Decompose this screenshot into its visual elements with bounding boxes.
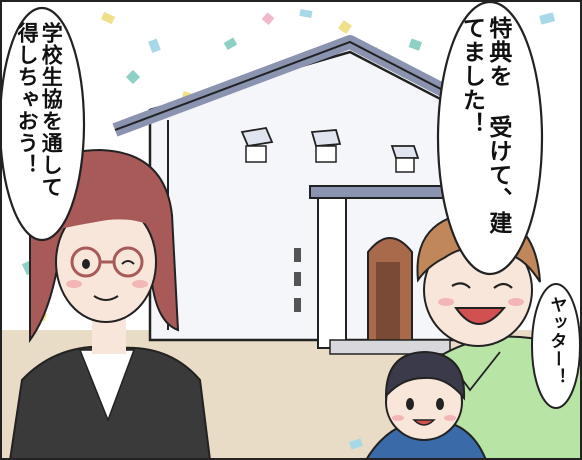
entrance	[309, 185, 451, 355]
speech-bubble-mother	[0, 6, 86, 242]
father-line-2: 受けて、建てました！	[458, 16, 511, 235]
confetti-piece	[100, 11, 116, 25]
child-character	[364, 350, 488, 460]
father-line-1: 特典を	[484, 16, 511, 88]
confetti-piece	[125, 69, 141, 85]
window	[390, 145, 420, 173]
confetti-piece	[223, 37, 238, 50]
confetti-piece	[338, 20, 352, 34]
confetti-piece	[408, 38, 423, 51]
father-speech: 特典を 受けて、建てました！	[458, 16, 511, 256]
mother-character	[8, 148, 212, 460]
confetti-piece	[539, 12, 556, 25]
mother-line-1: 学校生協を通して	[39, 22, 64, 198]
mother-line-2: 得しちゃおう！	[15, 22, 40, 176]
confetti-piece	[299, 9, 313, 18]
window	[310, 129, 342, 163]
child-line: ヤッター！	[546, 296, 567, 386]
confetti-piece	[148, 38, 161, 54]
mother-speech: 学校生協を通して 得しちゃおう！	[15, 22, 63, 232]
confetti-piece	[261, 12, 275, 26]
window	[240, 126, 274, 163]
child-speech: ヤッター！	[546, 296, 567, 396]
confetti-piece	[348, 438, 364, 450]
